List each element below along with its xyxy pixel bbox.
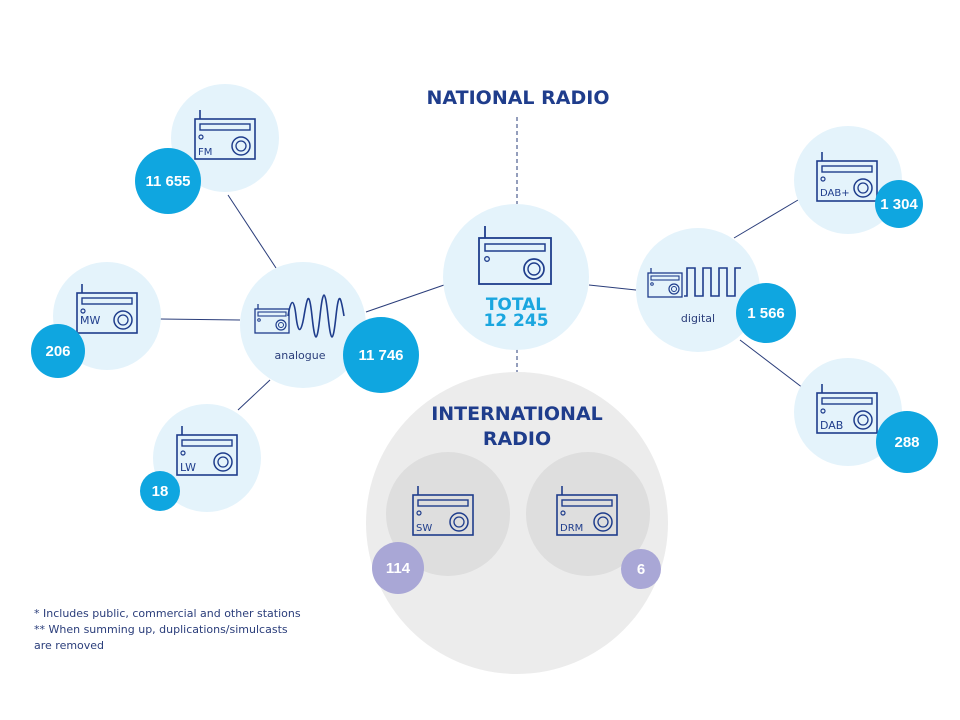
mw-count-badge: 206: [31, 324, 85, 378]
radio-icon: DAB: [816, 384, 878, 434]
national-radio-heading: NATIONAL RADIO: [426, 87, 610, 109]
sw-label: SW: [416, 523, 432, 534]
radio-icon: DAB+: [816, 152, 878, 202]
digital-count-badge: 1 566: [736, 283, 796, 343]
sw-count-badge: 114: [372, 542, 424, 594]
dab-count-badge: 288: [876, 411, 938, 473]
connector-fm-analogue: [227, 194, 277, 269]
drm-label: DRM: [560, 523, 583, 534]
radio-icon: MW: [76, 284, 138, 334]
footnote-1: * Includes public, commercial and other …: [34, 607, 301, 620]
radio-icon: [478, 226, 552, 285]
analogue-label: analogue: [274, 349, 326, 362]
international-heading-line1: INTERNATIONAL: [431, 403, 603, 425]
fm-label: FM: [198, 147, 212, 158]
footnote-3: are removed: [34, 639, 105, 652]
lw-label: LW: [180, 461, 196, 474]
total-circle: [443, 204, 589, 350]
dabplus-label: DAB+: [820, 188, 850, 199]
dabplus-count-badge: 1 304: [875, 180, 923, 228]
total-label: TOTAL 12 245: [466, 295, 566, 331]
mw-label: MW: [80, 314, 100, 327]
connector-total-digital: [588, 284, 637, 291]
footnote-2: ** When summing up, duplications/simulca…: [34, 623, 288, 636]
radio-icon: FM: [194, 110, 256, 160]
sine-wave-icon: [287, 294, 345, 338]
total-value: 12 245: [483, 311, 549, 331]
connector-lw-analogue: [237, 379, 271, 411]
analogue-count-badge: 11 746: [343, 317, 419, 393]
connector-mw-analogue: [159, 318, 241, 321]
digital-label: digital: [680, 312, 716, 325]
square-wave-icon: [684, 267, 741, 297]
radio-icon: SW: [412, 486, 474, 536]
digital-circle: [636, 228, 760, 352]
total-title: TOTAL: [485, 295, 547, 315]
radio-icon: LW: [176, 426, 238, 476]
lw-count-badge: 18: [140, 471, 180, 511]
international-heading-line2: RADIO: [482, 428, 552, 450]
footnotes: * Includes public, commercial and other …: [34, 606, 301, 654]
radio-icon: [647, 268, 683, 298]
connector-digital-dab: [739, 339, 804, 389]
dab-label: DAB: [820, 419, 843, 432]
fm-count-badge: 11 655: [135, 148, 201, 214]
connector-analogue-total: [365, 284, 445, 313]
connector-digital-dabplus: [733, 199, 799, 239]
drm-count-badge: 6: [621, 549, 661, 589]
radio-icon: DRM: [556, 486, 618, 536]
radio-icon: [254, 304, 290, 334]
international-radio-heading: INTERNATIONAL RADIO: [387, 402, 647, 452]
